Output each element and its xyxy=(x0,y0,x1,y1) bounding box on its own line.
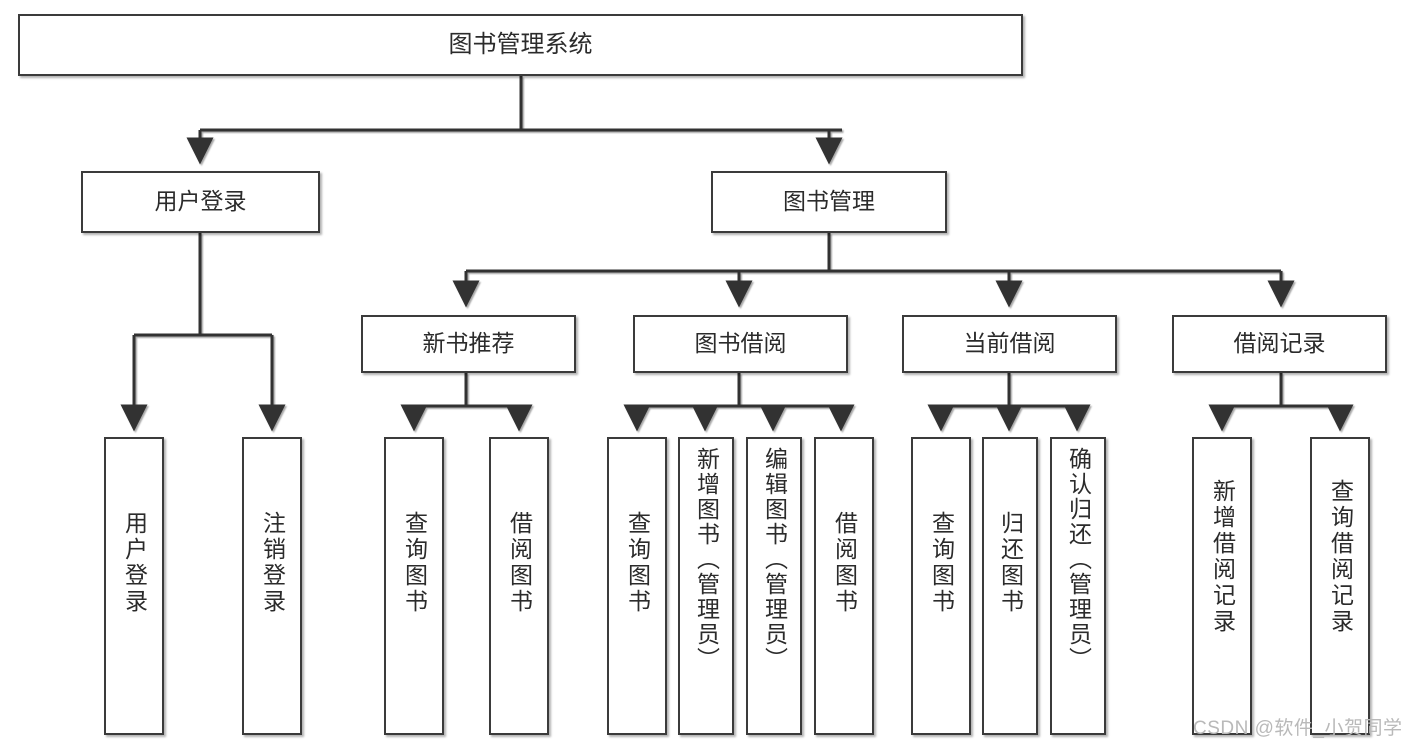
leaf-query-book-recommend[interactable]: 查询图书 xyxy=(384,437,444,735)
node-new-book-recommend[interactable]: 新书推荐 xyxy=(361,315,576,373)
leaf-add-borrow-record[interactable]: 新增借阅记录 xyxy=(1192,437,1252,735)
node-current-borrow-label: 当前借阅 xyxy=(963,330,1056,357)
leaf-borrow-book-recommend[interactable]: 借阅图书 xyxy=(489,437,549,735)
leaf-edit-book[interactable]: 编辑图书（管理员） xyxy=(746,437,802,735)
leaf-user-login-label: 用户登录 xyxy=(121,511,148,615)
leaf-logout-login[interactable]: 注销登录 xyxy=(242,437,302,735)
node-user-login[interactable]: 用户登录 xyxy=(81,171,320,233)
leaf-add-borrow-record-label: 新增借阅记录 xyxy=(1209,479,1236,635)
node-borrow-record-label: 借阅记录 xyxy=(1233,330,1326,357)
leaf-confirm-return[interactable]: 确认归还（管理员） xyxy=(1050,437,1106,735)
leaf-confirm-return-label: 确认归还（管理员） xyxy=(1065,447,1092,672)
node-book-borrow-label: 图书借阅 xyxy=(694,330,787,357)
leaf-query-borrow-record-label: 查询借阅记录 xyxy=(1327,479,1354,635)
node-borrow-record[interactable]: 借阅记录 xyxy=(1172,315,1387,373)
csdn-watermark: CSDN @软件_小贺同学 xyxy=(1193,718,1403,739)
leaf-borrow-book[interactable]: 借阅图书 xyxy=(814,437,874,735)
leaf-query-borrow-record[interactable]: 查询借阅记录 xyxy=(1310,437,1370,735)
node-root[interactable]: 图书管理系统 xyxy=(18,14,1023,76)
node-user-login-label: 用户登录 xyxy=(154,188,247,215)
node-book-borrow[interactable]: 图书借阅 xyxy=(633,315,848,373)
node-book-manage[interactable]: 图书管理 xyxy=(711,171,947,233)
leaf-query-book-current[interactable]: 查询图书 xyxy=(911,437,971,735)
node-current-borrow[interactable]: 当前借阅 xyxy=(902,315,1117,373)
leaf-query-book-recommend-label: 查询图书 xyxy=(401,511,428,615)
leaf-query-book-borrow[interactable]: 查询图书 xyxy=(607,437,667,735)
node-book-manage-label: 图书管理 xyxy=(783,188,875,215)
leaf-user-login[interactable]: 用户登录 xyxy=(104,437,164,735)
node-new-book-recommend-label: 新书推荐 xyxy=(422,330,515,357)
leaf-edit-book-label: 编辑图书（管理员） xyxy=(761,447,788,672)
leaf-return-book[interactable]: 归还图书 xyxy=(982,437,1038,735)
leaf-query-book-borrow-label: 查询图书 xyxy=(624,511,651,615)
leaf-add-book[interactable]: 新增图书（管理员） xyxy=(678,437,734,735)
leaf-add-book-label: 新增图书（管理员） xyxy=(693,447,720,672)
leaf-query-book-current-label: 查询图书 xyxy=(928,511,955,615)
node-root-label: 图书管理系统 xyxy=(448,30,593,58)
leaf-logout-login-label: 注销登录 xyxy=(259,511,286,615)
leaf-return-book-label: 归还图书 xyxy=(997,511,1024,615)
leaf-borrow-book-recommend-label: 借阅图书 xyxy=(506,511,533,615)
leaf-borrow-book-label: 借阅图书 xyxy=(831,511,858,615)
